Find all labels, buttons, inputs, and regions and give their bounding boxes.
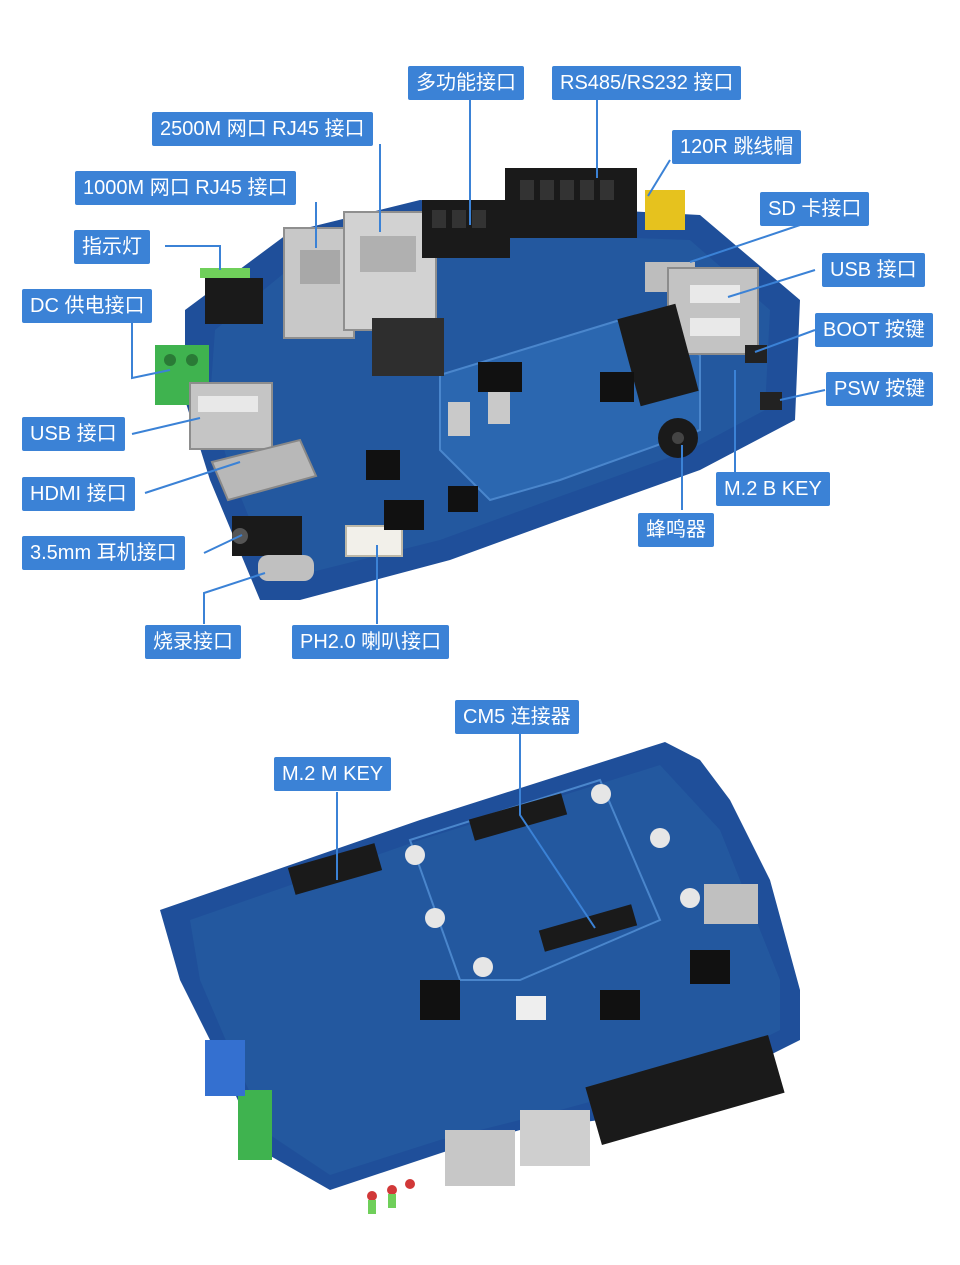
label-hdmi: HDMI 接口 [22,477,135,511]
label-usb-left: USB 接口 [22,417,125,451]
label-jumper-120r: 120R 跳线帽 [672,130,802,164]
standoff [488,390,510,424]
label-boot-button: BOOT 按键 [815,313,933,347]
label-m2-mkey: M.2 M KEY [274,757,392,791]
label-indicator: 指示灯 [74,230,150,264]
usbc-flash-port [258,555,314,581]
label-rj45-2500m: 2500M 网口 RJ45 接口 [152,112,373,146]
jumper-120r-block [645,190,685,230]
label-flash-port: 烧录接口 [145,625,241,659]
label-sd-card: SD 卡接口 [760,192,870,226]
psw-button [760,392,782,410]
standoff [448,402,470,436]
label-audio-jack: 3.5mm 耳机接口 [22,536,185,570]
label-usb-right: USB 接口 [822,253,925,287]
label-rj45-1000m: 1000M 网口 RJ45 接口 [75,171,296,205]
label-psw-button: PSW 按键 [826,372,934,406]
usb-left-port [189,382,273,450]
label-multifunction: 多功能接口 [408,66,524,100]
label-buzzer: 蜂鸣器 [638,513,714,547]
label-cm5-connector: CM5 连接器 [455,700,579,734]
ph20-connector [345,525,403,557]
multifunction-terminal [422,200,510,258]
hdmi-port [210,438,318,502]
label-m2-bkey: M.2 B KEY [716,472,830,506]
label-speaker: PH2.0 喇叭接口 [292,625,450,659]
m2-bkey-slot [617,303,699,407]
rs485-terminal [505,168,637,238]
label-rs485-rs232: RS485/RS232 接口 [552,66,742,100]
label-dc-power: DC 供电接口 [22,289,153,323]
indicator-leds [200,268,250,278]
